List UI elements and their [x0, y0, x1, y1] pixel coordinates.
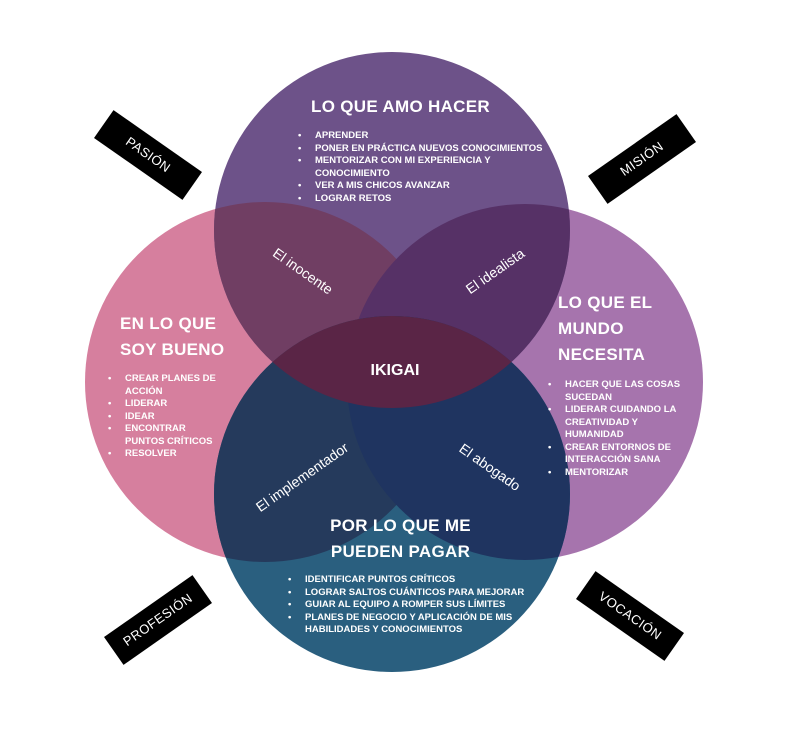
right-circle-title: LO QUE EL MUNDO NECESITA [558, 290, 698, 368]
list-item: APRENDER [293, 130, 543, 143]
left-circle-list: CREAR PLANES DE ACCIÓN LIDERAR IDEAR ENC… [103, 373, 223, 461]
left-circle-title: EN LO QUE SOY BUENO [120, 311, 260, 363]
center-label-ikigai: IKIGAI [370, 362, 420, 379]
top-circle-list: APRENDER PONER EN PRÁCTICA NUEVOS CONOCI… [293, 130, 543, 205]
list-item: LOGRAR RETOS [293, 193, 543, 206]
list-item: HACER QUE LAS COSAS SUCEDAN [543, 379, 683, 404]
left-title-line-1: EN LO QUE [120, 314, 217, 333]
left-title-line-2: SOY BUENO [120, 340, 225, 359]
bottom-circle-list: IDENTIFICAR PUNTOS CRÍTICOS LOGRAR SALTO… [283, 574, 533, 637]
bottom-title-line-2: PUEDEN PAGAR [330, 542, 471, 561]
list-item: IDEAR [103, 411, 223, 424]
right-title-line-1: LO QUE EL [558, 293, 653, 312]
overlap-bottom-left [214, 316, 445, 562]
list-item: PONER EN PRÁCTICA NUEVOS CONOCIMIENTOS [293, 143, 543, 156]
list-item: GUIAR AL EQUIPO A ROMPER SUS LÍMITES [283, 599, 533, 612]
overlap-bottom-right [347, 316, 570, 560]
list-item: ENCONTRAR PUNTOS CRÍTICOS [103, 423, 223, 448]
list-item: CREAR ENTORNOS DE INTERACCIÓN SANA [543, 442, 683, 467]
list-item: MENTORIZAR CON MI EXPERIENCIA Y CONOCIMI… [293, 155, 543, 180]
right-circle-list: HACER QUE LAS COSAS SUCEDAN LIDERAR CUID… [543, 379, 683, 479]
right-title-line-3: NECESITA [558, 345, 646, 364]
list-item: IDENTIFICAR PUNTOS CRÍTICOS [283, 574, 533, 587]
bottom-circle-title: POR LO QUE ME PUEDEN PAGAR [0, 513, 801, 565]
top-circle-title: LO QUE AMO HACER [311, 97, 490, 116]
list-item: LOGRAR SALTOS CUÁNTICOS PARA MEJORAR [283, 587, 533, 600]
bottom-title-line-1: POR LO QUE ME [330, 516, 471, 535]
list-item: VER A MIS CHICOS AVANZAR [293, 180, 543, 193]
list-item: RESOLVER [103, 448, 223, 461]
list-item: LIDERAR [103, 398, 223, 411]
list-item: MENTORIZAR [543, 467, 683, 480]
list-item: PLANES DE NEGOCIO Y APLICACIÓN DE MIS HA… [283, 612, 533, 637]
list-item: LIDERAR CUIDANDO LA CREATIVIDAD Y HUMANI… [543, 404, 683, 442]
right-title-line-2: MUNDO [558, 319, 624, 338]
list-item: CREAR PLANES DE ACCIÓN [103, 373, 223, 398]
